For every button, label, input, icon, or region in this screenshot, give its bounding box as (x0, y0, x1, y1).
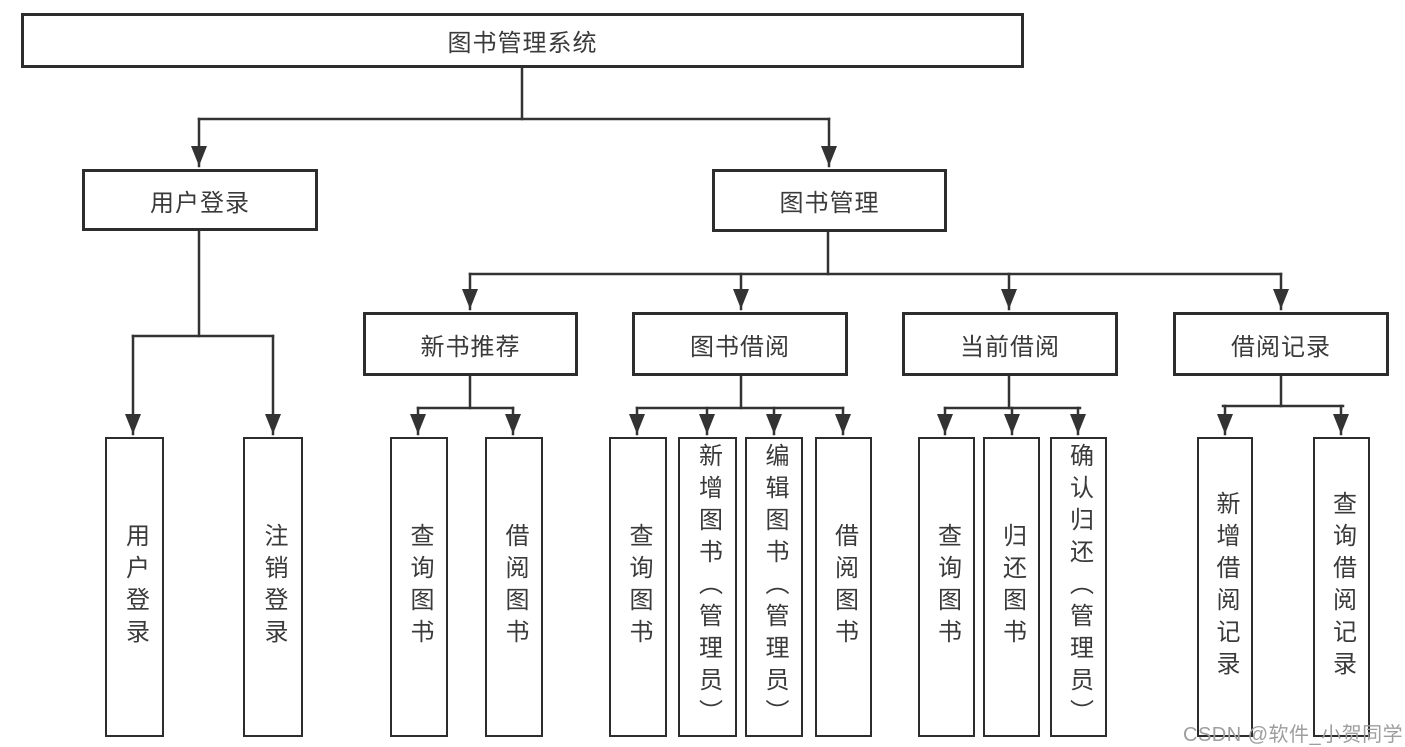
node-root-label: 图书管理系统 (447, 30, 598, 57)
leaf-borrow-borrow-books: 借阅图书 (815, 437, 872, 737)
node-current-borrow-label: 当前借阅 (960, 333, 1060, 361)
leaf-borrow-add-books-admin: 新增图书（管理员） (678, 437, 737, 737)
leaf-records-query-record-label: 查询借阅记录 (1328, 491, 1356, 683)
node-book-management: 图书管理 (712, 169, 947, 232)
leaf-borrow-edit-books-admin: 编辑图书（管理员） (745, 437, 803, 737)
leaf-records-add-record-label: 新增借阅记录 (1212, 491, 1239, 683)
node-current-borrow: 当前借阅 (902, 312, 1118, 376)
leaf-borrow-query-books: 查询图书 (609, 437, 667, 737)
leaf-current-return-books: 归还图书 (983, 437, 1040, 737)
node-book-borrow: 图书借阅 (632, 312, 848, 376)
leaf-newbook-borrow-books-label: 借阅图书 (501, 523, 528, 651)
node-new-book-recommend-label: 新书推荐 (420, 333, 521, 361)
node-borrow-records: 借阅记录 (1173, 312, 1389, 376)
node-root: 图书管理系统 (21, 13, 1024, 68)
node-book-borrow-label: 图书借阅 (690, 333, 790, 361)
leaf-records-add-record: 新增借阅记录 (1197, 437, 1253, 737)
leaf-newbook-query-books: 查询图书 (390, 437, 448, 737)
leaf-borrow-add-books-admin-label: 新增图书（管理员） (694, 443, 722, 731)
leaf-logout: 注销登录 (243, 437, 303, 737)
leaf-newbook-borrow-books: 借阅图书 (485, 437, 543, 737)
csdn-watermark: CSDN @软件_小贺同学 (1183, 724, 1404, 746)
leaf-records-query-record: 查询借阅记录 (1313, 437, 1370, 737)
leaf-user-login-label: 用户登录 (121, 523, 149, 651)
node-user-login: 用户登录 (82, 169, 318, 231)
leaf-borrow-query-books-label: 查询图书 (625, 523, 652, 651)
leaf-logout-label: 注销登录 (260, 523, 287, 651)
leaf-current-query-books-label: 查询图书 (933, 523, 961, 651)
leaf-current-return-books-label: 归还图书 (998, 523, 1026, 651)
leaf-borrow-borrow-books-label: 借阅图书 (830, 523, 858, 651)
node-new-book-recommend: 新书推荐 (363, 312, 578, 376)
leaf-borrow-edit-books-admin-label: 编辑图书（管理员） (761, 443, 788, 731)
node-borrow-records-label: 借阅记录 (1231, 333, 1331, 361)
node-user-login-label: 用户登录 (150, 189, 250, 217)
leaf-user-login: 用户登录 (105, 437, 164, 737)
leaf-current-query-books: 查询图书 (918, 437, 975, 737)
node-book-management-label: 图书管理 (779, 190, 880, 217)
leaf-current-confirm-return-admin-label: 确认归还（管理员） (1065, 443, 1093, 731)
leaf-newbook-query-books-label: 查询图书 (406, 523, 433, 651)
leaf-current-confirm-return-admin: 确认归还（管理员） (1050, 437, 1107, 737)
